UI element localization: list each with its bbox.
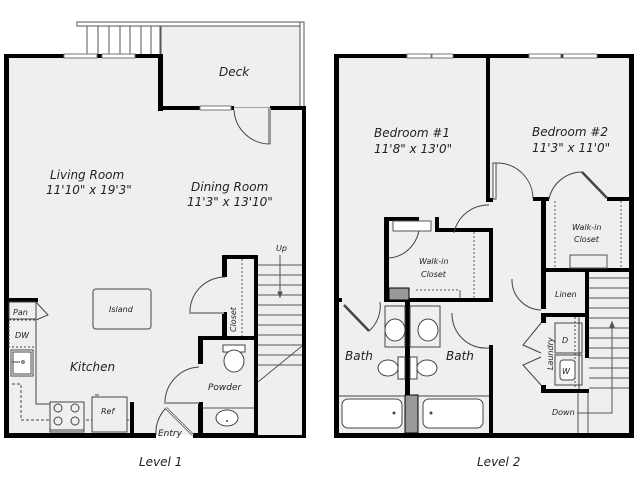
living-room-label: Living Room: [50, 168, 124, 182]
walk-in-1-label-2: Closet: [421, 270, 447, 279]
deck-door[interactable]: [233, 108, 271, 145]
living-room-size: 11'10" x 19'3": [46, 183, 132, 197]
laundry-label: Laundry: [546, 337, 555, 370]
level-1-plan: Up Closet Powder Entr: [4, 21, 306, 469]
refrigerator-label: Ref: [101, 407, 115, 416]
walk-in-closet-2: [554, 201, 622, 269]
walk-in-2-label-1: Walk-in: [572, 223, 601, 232]
bedroom-2-size: 11'3" x 11'0": [532, 141, 610, 155]
bath-1-label: Bath: [345, 349, 373, 363]
level-1-walls: [4, 54, 306, 438]
laundry-fixtures: [554, 317, 583, 389]
powder-label: Powder: [208, 383, 243, 393]
stairs-up-label: Up: [276, 244, 287, 253]
deck-label: Deck: [219, 65, 250, 79]
stairs-down[interactable]: [577, 277, 629, 433]
stairs-down-label: Down: [552, 408, 575, 417]
bath-fixtures: [339, 305, 489, 429]
shaft-lower: [404, 394, 419, 434]
dryer-label: D: [562, 336, 568, 345]
level-2-walls: [334, 54, 634, 438]
level-2-doors[interactable]: [343, 162, 608, 386]
bedroom-1-size: 11'8" x 13'0": [374, 142, 452, 156]
island-label: Island: [109, 305, 134, 314]
linen-label: Linen: [555, 290, 577, 299]
dining-room-size: 11'3" x 13'10": [187, 195, 273, 209]
level-1-caption: Level 1: [139, 455, 182, 469]
walk-in-closet-1: [392, 220, 475, 298]
pantry-label: Pan: [13, 308, 28, 317]
kitchen-fixtures: [8, 288, 152, 433]
bedroom-1-label: Bedroom #1: [374, 126, 450, 140]
closet-label: Closet: [229, 306, 238, 332]
level-2-floor: [336, 57, 632, 435]
level-2-plan: Walk-in Closet Walk-in Closet: [334, 53, 634, 469]
kitchen-label: Kitchen: [70, 360, 115, 374]
washer-label: W: [562, 367, 571, 376]
level-2-caption: Level 2: [477, 455, 520, 469]
stairs-up[interactable]: [257, 255, 303, 435]
entry-door[interactable]: [155, 407, 194, 436]
shaft-upper: [388, 287, 410, 301]
walk-in-1-label-1: Walk-in: [419, 257, 448, 266]
closet: [189, 259, 254, 336]
bedroom-2-label: Bedroom #2: [532, 125, 608, 139]
bath-2-label: Bath: [446, 349, 474, 363]
powder-room: [164, 340, 254, 433]
walk-in-2-label-2: Closet: [574, 235, 600, 244]
deck: [76, 21, 305, 109]
entry-label: Entry: [158, 429, 183, 439]
dining-room-label: Dining Room: [191, 180, 268, 194]
dishwasher-label: DW: [15, 331, 30, 340]
